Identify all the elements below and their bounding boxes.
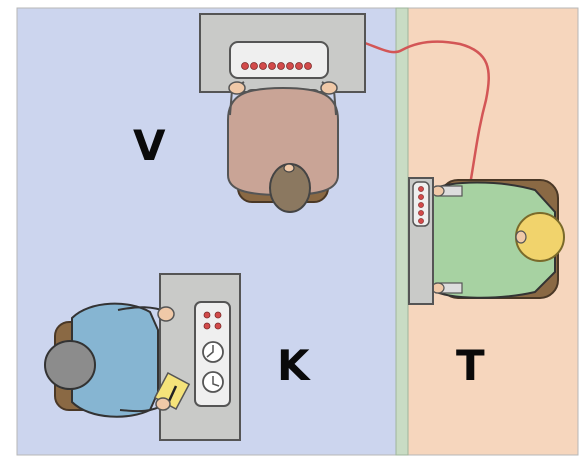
light-panel-icon	[412, 181, 430, 227]
teacher-head	[44, 340, 96, 390]
room-label-k: K	[277, 341, 311, 390]
pencil-icon	[155, 385, 178, 411]
experimenter-figure	[199, 13, 366, 213]
teacher-figure	[44, 302, 173, 418]
console-icon	[229, 41, 329, 79]
dividing-wall	[395, 7, 409, 456]
room-label-v: V	[133, 121, 166, 170]
learner-figure	[409, 179, 565, 299]
room-label-t: T	[456, 341, 485, 390]
wire	[361, 40, 490, 186]
clock-icon	[194, 301, 231, 407]
